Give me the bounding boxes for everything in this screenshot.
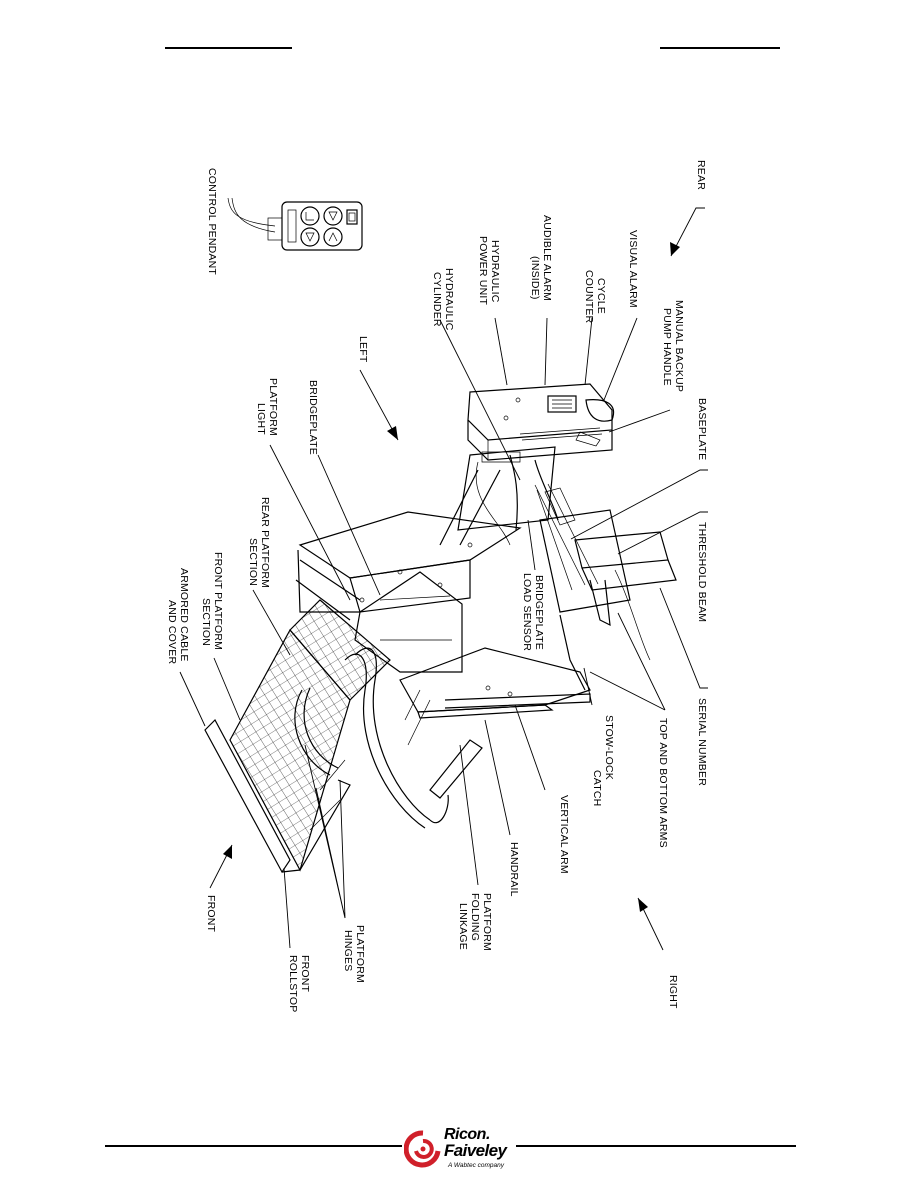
diagram-labels: REAR VISUAL ALARM MANUAL BACKUP PUMP HAN… xyxy=(166,160,708,1012)
footer-rule-right xyxy=(516,1145,796,1147)
leader-lines xyxy=(179,207,708,951)
label-visual-alarm: VISUAL ALARM xyxy=(627,230,639,308)
logo-line1: Ricon. xyxy=(444,1126,490,1143)
label-front: FRONT xyxy=(205,895,217,933)
header-rule-right xyxy=(660,47,780,49)
label-vertical-arm: VERTICAL ARM xyxy=(558,795,570,874)
label-manual-backup-2: PUMP HANDLE xyxy=(661,308,673,386)
label-manual-backup-1: MANUAL BACKUP xyxy=(673,300,685,392)
label-control-pendant: CONTROL PENDANT xyxy=(206,168,218,275)
label-stow-lock-2: CATCH xyxy=(591,770,603,806)
label-left: LEFT xyxy=(357,336,369,363)
label-right: RIGHT xyxy=(667,975,679,1009)
handrail-icon xyxy=(344,647,483,829)
logo-mark-icon xyxy=(404,1130,441,1168)
label-rear-platform-1: REAR PLATFORM xyxy=(259,497,271,588)
hydraulic-power-unit-icon xyxy=(467,383,615,461)
label-front-platform-2: SECTION xyxy=(200,598,212,646)
label-platform-hinges-2: HINGES xyxy=(342,930,354,971)
vertical-arm-icon xyxy=(399,647,591,719)
label-hydraulic-power-2: POWER UNIT xyxy=(477,236,489,305)
header-rule-left xyxy=(165,47,292,49)
label-armored-cable-2: AND COVER xyxy=(166,600,178,664)
label-bridgeplate: BRIDGEPLATE xyxy=(307,380,319,455)
label-platform-hinges-1: PLATFORM xyxy=(354,925,366,983)
logo-tagline: A Wabtec company xyxy=(448,1162,504,1169)
footer-rule-left xyxy=(105,1145,402,1147)
label-hydraulic-cylinder-1: HYDRAULIC xyxy=(443,268,455,331)
label-cycle-counter-2: COUNTER xyxy=(583,270,595,324)
label-audible-alarm-1: AUDIBLE ALARM xyxy=(541,215,553,301)
label-rear: REAR xyxy=(695,160,707,190)
label-front-rollstop-2: ROLLSTOP xyxy=(287,955,299,1012)
label-serial-number: SERIAL NUMBER xyxy=(696,698,708,786)
label-platform-folding-2: FOLDING xyxy=(469,893,481,941)
label-hydraulic-power-1: HYDRAULIC xyxy=(489,240,501,303)
label-handrail: HANDRAIL xyxy=(508,842,520,897)
threshold-beam-icon xyxy=(539,487,677,691)
label-rear-platform-2: SECTION xyxy=(247,538,259,586)
label-platform-folding-3: LINKAGE xyxy=(457,903,469,950)
label-platform-light-2: LIGHT xyxy=(255,403,267,435)
label-platform-folding-1: PLATFORM xyxy=(481,893,493,951)
label-bridgeplate-load-1: BRIDGEPLATE xyxy=(533,575,545,650)
label-front-platform-1: FRONT PLATFORM xyxy=(212,552,224,650)
label-audible-alarm-2: (INSIDE) xyxy=(529,256,541,300)
label-front-rollstop-1: FRONT xyxy=(299,955,311,993)
label-baseplate: BASEPLATE xyxy=(696,398,708,460)
label-top-bottom-arms: TOP AND BOTTOM ARMS xyxy=(657,718,669,848)
ricon-faiveley-logo: Ricon. Faiveley A Wabtec company xyxy=(404,1127,526,1175)
label-bridgeplate-load-2: LOAD SENSOR xyxy=(521,573,533,651)
label-armored-cable-1: ARMORED CABLE xyxy=(178,568,190,662)
control-pendant-icon xyxy=(227,197,363,251)
armored-cable-icon xyxy=(294,687,339,776)
label-platform-light-1: PLATFORM xyxy=(267,378,279,436)
label-cycle-counter-1: CYCLE xyxy=(595,278,607,314)
logo-line2: Faiveley xyxy=(444,1141,507,1160)
label-stow-lock-1: STOW-LOCK xyxy=(603,715,615,780)
label-hydraulic-cylinder-2: CYLINDER xyxy=(431,272,443,327)
label-threshold-beam: THRESHOLD BEAM xyxy=(696,522,708,622)
front-platform-section-icon xyxy=(204,559,391,874)
